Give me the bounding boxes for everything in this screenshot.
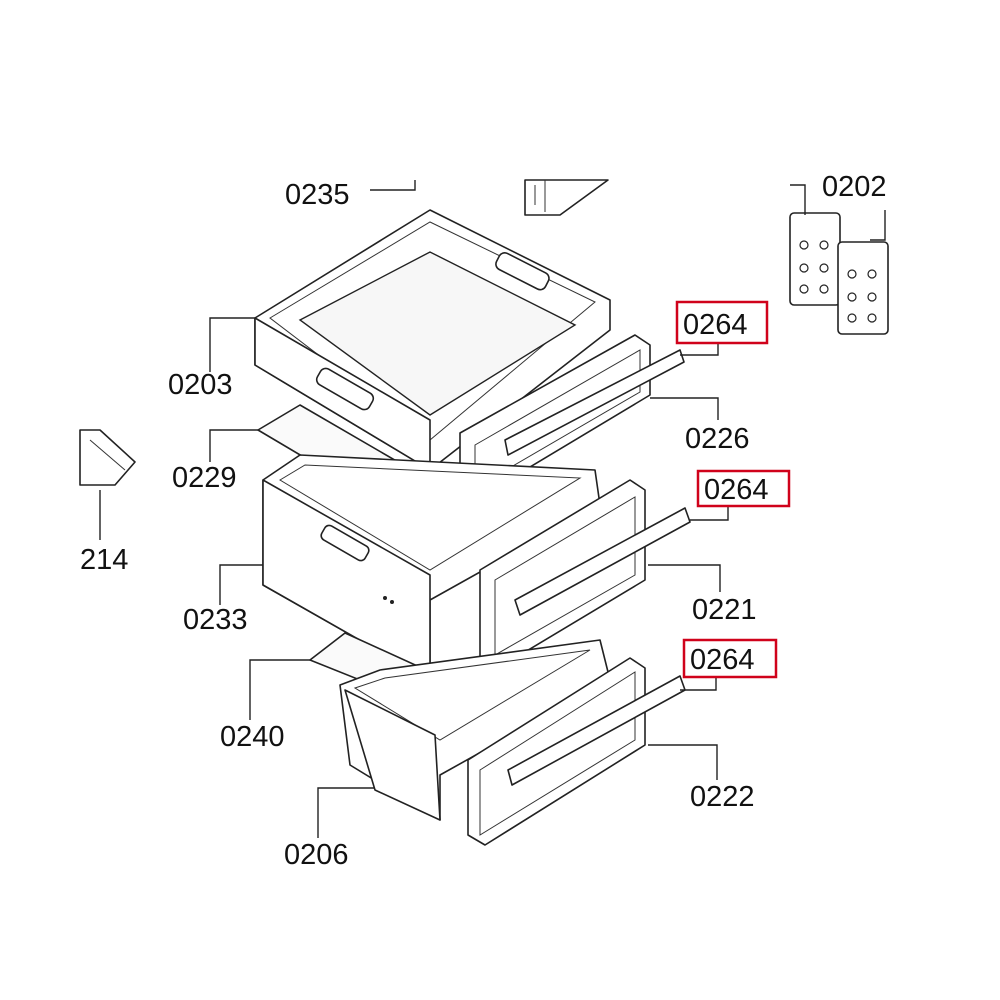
label-0226[interactable]: 0226	[685, 423, 750, 455]
front-panel-0222	[467, 657, 686, 846]
label-0240[interactable]: 0240	[220, 721, 285, 753]
highlight-box-0264-mid	[696, 469, 791, 508]
part-0235-shape	[524, 179, 609, 216]
drawer-0203	[254, 209, 611, 471]
label-0264-top[interactable]: 0264	[683, 309, 748, 341]
label-0222[interactable]: 0222	[690, 781, 755, 813]
front-panel-0226	[459, 334, 685, 501]
label-0202[interactable]: 0202	[822, 171, 887, 203]
label-0264-mid[interactable]: 0264	[704, 474, 769, 506]
drawer-0233	[262, 454, 601, 681]
label-0235[interactable]: 0235	[285, 179, 350, 211]
label-0203[interactable]: 0203	[168, 369, 233, 401]
label-0229[interactable]: 0229	[172, 462, 237, 494]
label-0264-bottom[interactable]: 0264	[690, 644, 755, 676]
drawer-0206	[339, 639, 611, 821]
label-0206[interactable]: 0206	[284, 839, 349, 871]
label-0221[interactable]: 0221	[692, 594, 757, 626]
leader-lines	[99, 180, 886, 838]
label-0214[interactable]: 214	[80, 544, 128, 576]
part-0214-shape	[79, 429, 136, 486]
part-0202-ice-packs	[789, 212, 889, 335]
label-0233[interactable]: 0233	[183, 604, 248, 636]
highlight-box-0264-bottom	[682, 638, 778, 679]
highlight-box-0264-top	[675, 300, 769, 345]
